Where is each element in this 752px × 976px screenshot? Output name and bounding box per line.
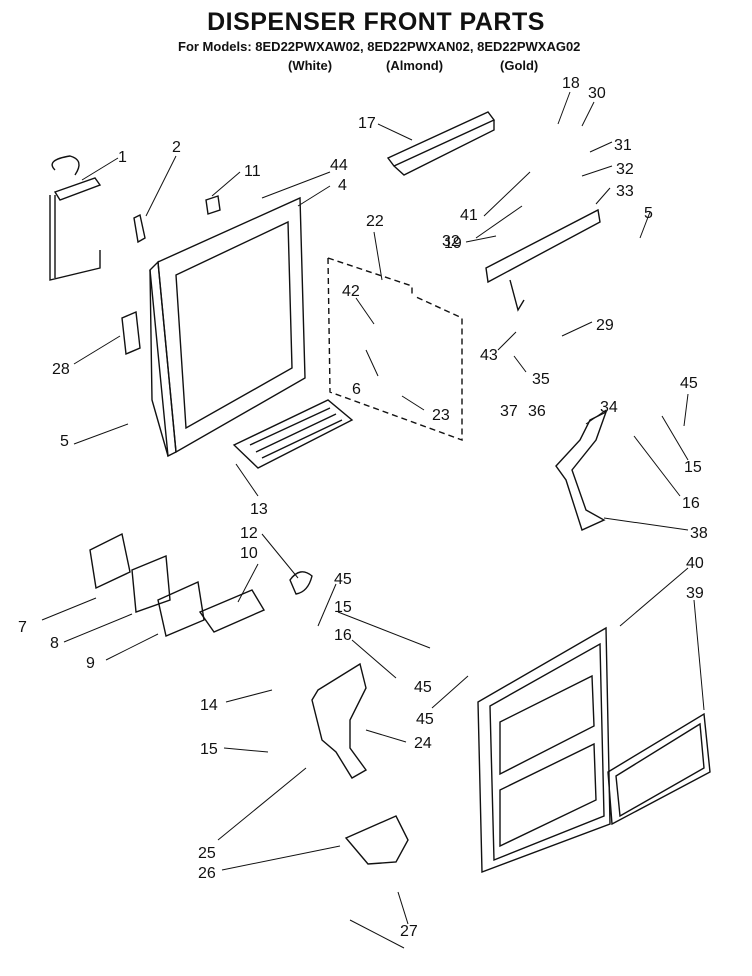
callout-label: 45 (416, 711, 434, 728)
callout-label: 24 (414, 735, 432, 752)
callout-label: 6 (352, 381, 361, 398)
callout-label: 15 (334, 599, 352, 616)
part-plug (205, 195, 221, 215)
callout-label: 28 (52, 361, 70, 378)
part-window (607, 712, 711, 826)
callout-label: 22 (366, 213, 384, 230)
part-block (121, 310, 141, 356)
page-title: DISPENSER FRONT PARTS (207, 8, 545, 36)
part-switch-plate (157, 580, 205, 637)
callout-label: 14 (200, 697, 218, 714)
callout-label: 27 (400, 923, 418, 940)
callout-label: 44 (330, 157, 348, 174)
leader-lines (41, 91, 705, 949)
callout-label: 9 (86, 655, 95, 672)
callout-label: 8 (50, 635, 59, 652)
part-drip-grille (232, 399, 354, 469)
part-light-lens (89, 532, 131, 590)
callout-label: 12 (240, 525, 258, 542)
callout-label: 41 (460, 207, 478, 224)
callout-label: 45 (414, 679, 432, 696)
callout-label: 36 (528, 403, 546, 420)
callout-label: 1 (118, 149, 127, 166)
part-light-cover (131, 554, 171, 613)
dashed-assembly-box (327, 257, 463, 441)
part-mount-bracket (485, 208, 601, 312)
callout-label: 37 (500, 403, 518, 420)
callout-label: 11 (244, 163, 261, 180)
color-almond: (Almond) (386, 58, 444, 73)
callout-label: 4 (338, 177, 347, 194)
callout-label: 29 (596, 317, 614, 334)
callout-label: 13 (250, 501, 268, 518)
callout-label: 2 (172, 139, 181, 156)
callout-label: 16 (682, 495, 700, 512)
part-chute (344, 815, 409, 865)
callout-label: 35 (532, 371, 550, 388)
part-switch-bracket (198, 589, 266, 633)
part-lever-arm (555, 410, 608, 531)
callout-label: 26 (198, 865, 216, 882)
callout-label: 30 (588, 85, 606, 102)
part-dispenser-housing (149, 196, 306, 458)
part-gasket (289, 571, 313, 595)
callout-label: 23 (432, 407, 450, 424)
callout-label: 43 (480, 347, 498, 364)
callout-label: 19 (444, 235, 462, 252)
callout-label: 39 (686, 585, 704, 602)
callout-label: 32 (442, 233, 460, 250)
part-actuator (311, 662, 368, 779)
callout-label: 17 (358, 115, 376, 132)
part-door-panel (477, 626, 611, 874)
callout-label: 7 (18, 619, 27, 636)
part-top-trim (386, 111, 496, 176)
callout-label: 32 (616, 161, 634, 178)
callout-label: 15 (684, 459, 702, 476)
callout-label: 5 (644, 205, 653, 222)
callout-label: 33 (616, 183, 634, 200)
callout-label: 10 (240, 545, 258, 562)
callout-label: 18 (562, 75, 580, 92)
callout-label: 40 (686, 555, 704, 572)
color-white: (White) (288, 58, 333, 73)
callout-label: 16 (334, 627, 352, 644)
part-heater-bracket (49, 155, 102, 281)
model-numbers: For Models: 8ED22PWXAW02, 8ED22PWXAN02, … (178, 39, 581, 54)
color-gold: (Gold) (500, 58, 539, 73)
callout-label: 31 (614, 137, 632, 154)
callout-label: 5 (60, 433, 69, 450)
part-clip (133, 213, 146, 244)
callout-label: 42 (342, 283, 360, 300)
callout-label: 45 (334, 571, 352, 588)
callout-label: 25 (198, 845, 216, 862)
callout-label: 45 (680, 375, 698, 392)
callout-label: 34 (600, 399, 618, 416)
callout-label: 38 (690, 525, 708, 542)
callout-label: 15 (200, 741, 218, 758)
